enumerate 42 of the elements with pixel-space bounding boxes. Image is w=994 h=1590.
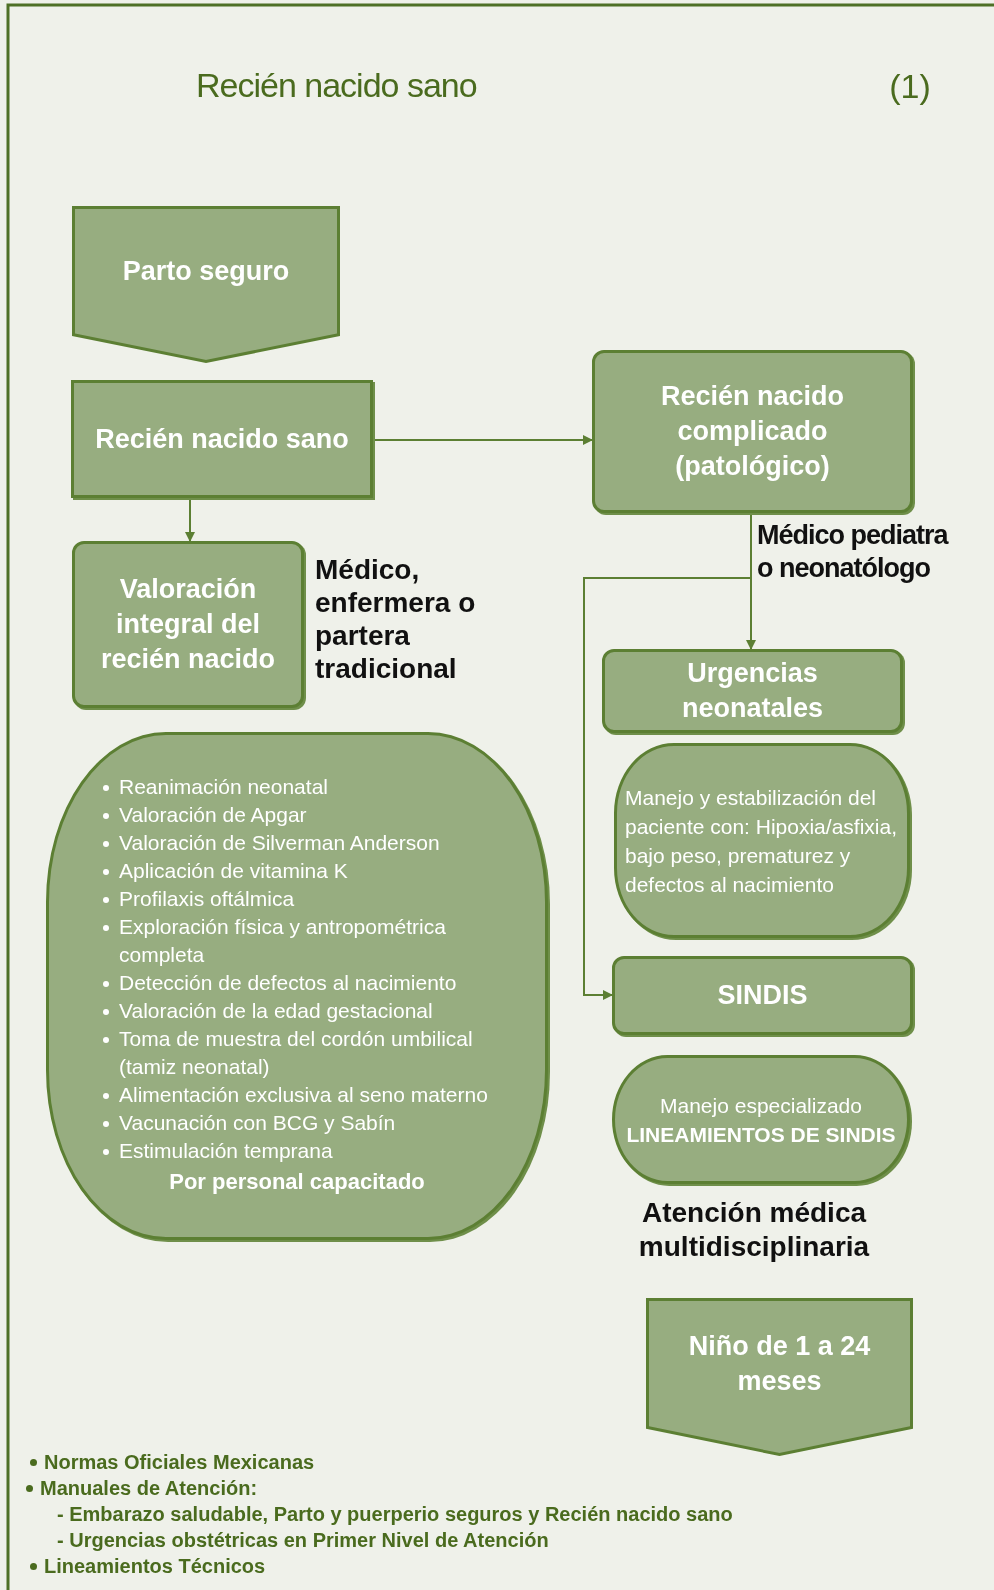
node-label: SINDIS bbox=[716, 979, 809, 1012]
node-label: Recién nacido sano bbox=[94, 422, 350, 456]
pentagon-arrow-shape bbox=[646, 1298, 913, 1456]
list-item: Toma de muestra del cordón umbilical (tamiz neonatal) bbox=[119, 1027, 473, 1078]
list-item: Reanimación neonatal bbox=[119, 775, 328, 798]
process-box bbox=[592, 350, 913, 513]
list-item: Alimentación exclusiva al seno materno bbox=[119, 1083, 488, 1106]
reference-item: - Urgencias obstétricas en Primer Nivel de Atención bbox=[57, 1528, 550, 1552]
process-box bbox=[612, 956, 913, 1035]
title: Recién nacido sano bbox=[196, 66, 477, 105]
process-box bbox=[71, 380, 373, 498]
note-box bbox=[614, 743, 910, 938]
section-note: Atención médica multidisciplinaria bbox=[637, 1196, 871, 1264]
reference-item: Manuales de Atención: bbox=[40, 1476, 259, 1500]
process-box bbox=[72, 541, 304, 708]
node-label: Niño de 1 a 24 meses bbox=[687, 1330, 872, 1399]
footer-note: Por personal capacitado bbox=[169, 1168, 425, 1196]
process-box bbox=[602, 649, 903, 733]
list-item: Detección de defectos al nacimiento bbox=[119, 971, 457, 994]
arrow bbox=[372, 435, 593, 445]
reference-item: - Embarazo saludable, Parto y puerperio seguros y Recién nacido sano bbox=[57, 1502, 734, 1526]
list-item: Aplicación de vitamina K bbox=[119, 859, 348, 882]
list-item: Valoración de la edad gestacional bbox=[119, 999, 433, 1022]
list-item: Vacunación con BCG y Sabín bbox=[119, 1111, 396, 1134]
arrow bbox=[185, 497, 195, 542]
list-item: Profilaxis oftálmica bbox=[119, 887, 295, 910]
node-label: Recién nacido complicado (patológico) bbox=[659, 380, 846, 483]
list-panel bbox=[46, 732, 548, 1240]
node-text: Manejo y estabilización del paciente con: Hipoxia/asfixia, bajo peso, prematurez y defectos al nacimiento bbox=[624, 784, 898, 898]
node-text: Manejo especializado LINEAMIENTOS DE SINDIS bbox=[625, 1092, 897, 1148]
list-item: Valoración de Apgar bbox=[119, 803, 307, 826]
node-label: Urgencias neonatales bbox=[680, 657, 825, 725]
list-item: Exploración física y antropométrica completa bbox=[119, 915, 446, 966]
reference-item: Lineamientos Técnicos bbox=[44, 1554, 267, 1578]
node-label: Parto seguro bbox=[121, 255, 291, 289]
role-note: Médico, enfermera o partera tradicional bbox=[315, 553, 477, 685]
reference-item: Normas Oficiales Mexicanas bbox=[44, 1450, 316, 1474]
list-item: Valoración de Silverman Anderson bbox=[119, 831, 440, 854]
pentagon-arrow-shape bbox=[72, 206, 340, 363]
node-label: Valoración integral del recién nacido bbox=[99, 573, 277, 676]
list-item: Estimulación temprana bbox=[119, 1139, 333, 1162]
page-number: (1) bbox=[888, 66, 932, 107]
